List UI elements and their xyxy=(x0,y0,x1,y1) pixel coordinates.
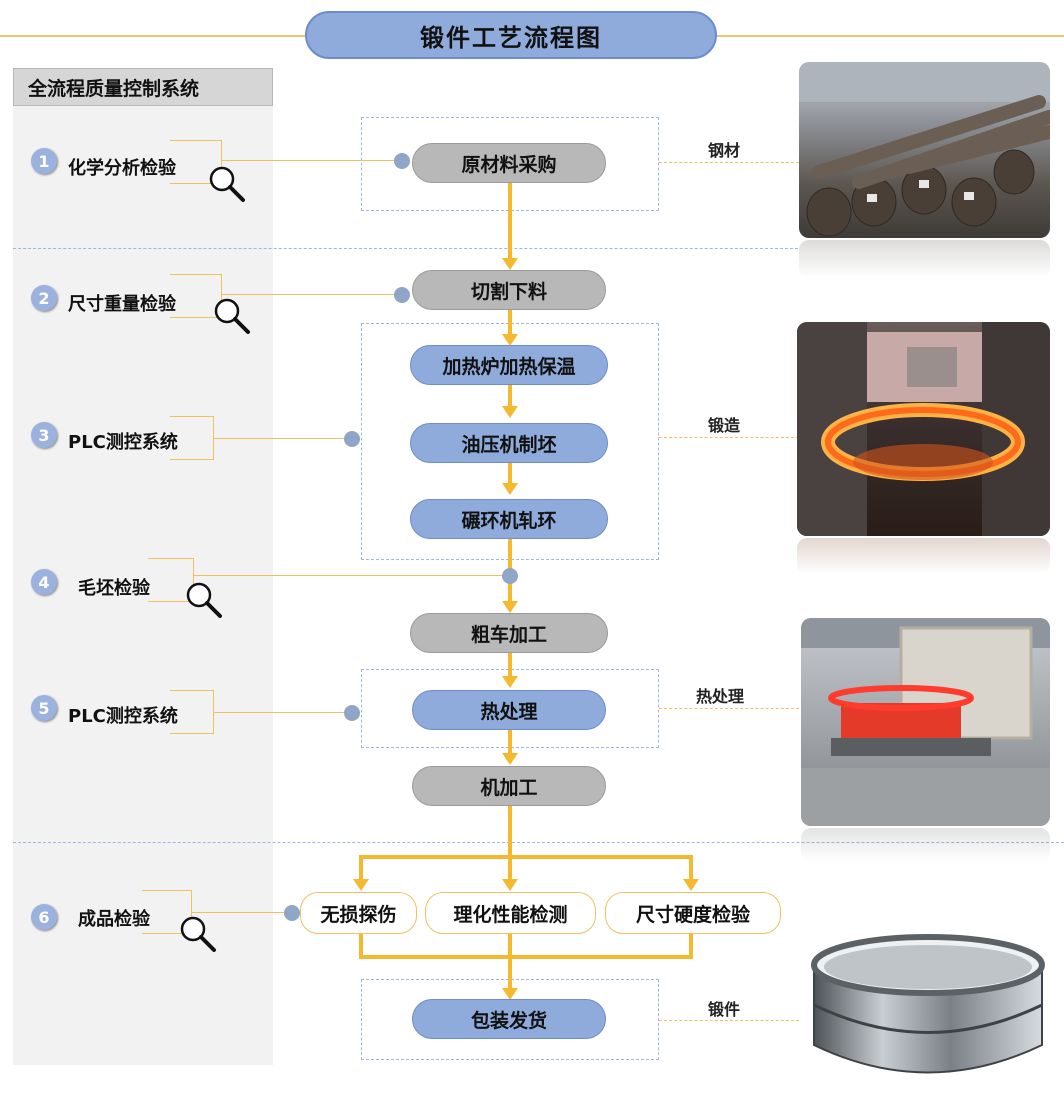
flow-line xyxy=(508,652,512,680)
flow-line xyxy=(508,310,512,340)
flow-line xyxy=(508,806,512,884)
step-heat-treatment: 热处理 xyxy=(412,690,606,730)
flow-arrow xyxy=(502,601,518,613)
check-connector xyxy=(214,438,348,439)
diagram-title: 锻件工艺流程图 xyxy=(305,11,717,59)
step-raw-material: 原材料采购 xyxy=(412,143,606,183)
flow-arrow xyxy=(502,483,518,495)
flow-line xyxy=(359,855,363,885)
flow-arrow xyxy=(502,988,518,1000)
branch-line-top xyxy=(361,855,693,859)
forging-photo xyxy=(797,322,1050,536)
check-number-badge: 5 xyxy=(31,695,57,721)
check-number-badge: 1 xyxy=(31,148,57,174)
check-number-badge: 2 xyxy=(31,285,57,311)
flow-arrow xyxy=(502,258,518,270)
check-connector xyxy=(194,575,508,576)
check-bracket xyxy=(170,140,222,184)
check-connector xyxy=(222,160,402,161)
step-physical-chemical: 理化性能检测 xyxy=(425,892,596,934)
check-label: 毛坯检验 xyxy=(78,578,150,599)
check-bracket xyxy=(170,274,222,318)
check-bracket xyxy=(148,558,194,602)
flow-arrow xyxy=(353,879,369,891)
step-press: 油压机制坯 xyxy=(410,423,608,463)
side-connector xyxy=(659,437,799,438)
check-number-badge: 4 xyxy=(31,569,57,595)
connector-dot xyxy=(394,153,410,169)
magnifier-icon xyxy=(209,166,245,202)
step-size-hardness: 尺寸硬度检验 xyxy=(605,892,781,934)
section-divider xyxy=(13,842,1064,843)
magnifier-icon xyxy=(180,916,216,952)
flow-arrow xyxy=(502,676,518,688)
check-number-badge: 6 xyxy=(31,904,57,930)
connector-dot xyxy=(344,705,360,721)
check-label: PLC测控系统 xyxy=(68,432,178,453)
flow-arrow xyxy=(502,406,518,418)
flow-line xyxy=(508,730,512,760)
flow-arrow xyxy=(502,879,518,891)
check-bracket xyxy=(142,890,192,934)
connector-dot xyxy=(344,431,360,447)
heat-treatment-photo xyxy=(801,618,1050,826)
step-rough-turning: 粗车加工 xyxy=(410,613,608,653)
qc-system-label: 全流程质量控制系统 xyxy=(13,68,273,106)
photo-reflection xyxy=(801,828,1050,862)
side-label-heat-treatment: 热处理 xyxy=(696,687,745,706)
check-bracket xyxy=(170,690,214,734)
side-label-steel: 钢材 xyxy=(708,141,741,160)
connector-dot xyxy=(284,905,300,921)
flow-arrow xyxy=(683,879,699,891)
forged-ring-photo xyxy=(806,925,1050,1090)
check-label: PLC测控系统 xyxy=(68,706,178,727)
flow-line xyxy=(508,383,512,411)
flow-line xyxy=(508,183,512,265)
step-heating: 加热炉加热保温 xyxy=(410,345,608,385)
check-label: 成品检验 xyxy=(78,909,150,930)
photo-reflection xyxy=(797,538,1050,574)
check-connector xyxy=(222,294,402,295)
flow-line xyxy=(359,934,363,958)
check-label: 尺寸重量检验 xyxy=(68,294,176,315)
step-ring-rolling: 碾环机轧环 xyxy=(410,499,608,539)
step-cutting: 切割下料 xyxy=(412,270,606,310)
side-label-forging-process: 锻造 xyxy=(708,416,741,435)
side-connector xyxy=(659,708,799,709)
title-rule-left xyxy=(0,35,306,37)
section-divider xyxy=(13,248,798,249)
flow-line xyxy=(689,855,693,885)
magnifier-icon xyxy=(214,298,250,334)
magnifier-icon xyxy=(186,582,222,618)
check-connector xyxy=(192,912,292,913)
step-packing: 包装发货 xyxy=(412,999,606,1039)
side-connector xyxy=(659,1020,799,1021)
connector-dot xyxy=(394,287,410,303)
side-connector xyxy=(659,162,799,163)
photo-reflection xyxy=(799,240,1050,278)
check-bracket xyxy=(170,416,214,460)
flow-line xyxy=(508,934,512,994)
steel-bars-photo xyxy=(799,62,1050,238)
flow-arrow xyxy=(502,334,518,346)
flow-arrow xyxy=(502,753,518,765)
check-connector xyxy=(214,712,348,713)
flow-line xyxy=(508,462,512,488)
flow-line xyxy=(689,934,693,958)
check-label: 化学分析检验 xyxy=(68,158,176,179)
connector-dot xyxy=(502,568,518,584)
title-rule-right xyxy=(716,35,1064,37)
step-ndt: 无损探伤 xyxy=(300,892,417,934)
step-machining: 机加工 xyxy=(412,766,606,806)
branch-line-bottom xyxy=(359,955,693,959)
side-label-forging: 锻件 xyxy=(708,1000,741,1019)
check-number-badge: 3 xyxy=(31,422,57,448)
